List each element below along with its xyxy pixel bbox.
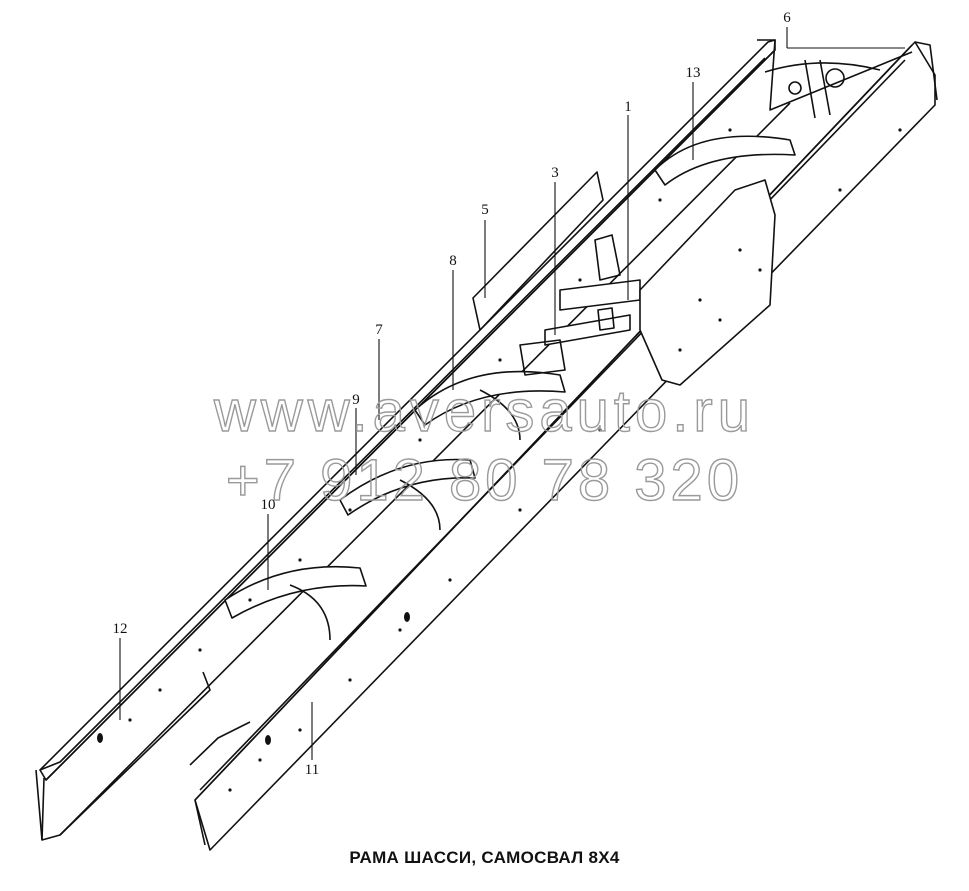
arch-crossmembers xyxy=(224,135,796,641)
callout-8: 8 xyxy=(449,253,457,269)
diagram-caption: РАМА ШАССИ, САМОСВАЛ 8X4 xyxy=(349,848,620,867)
callout-10: 10 xyxy=(260,497,276,513)
callout-3: 3 xyxy=(551,165,559,181)
middle-crossmember xyxy=(519,234,641,376)
callout-12: 12 xyxy=(112,621,128,637)
callout-7: 7 xyxy=(375,322,383,338)
rivet-holes xyxy=(97,128,902,792)
callout-1: 1 xyxy=(624,99,632,115)
callout-6: 6 xyxy=(783,10,791,26)
rear-crossmember xyxy=(757,39,913,119)
side-gusset-plate xyxy=(639,179,776,386)
callout-11: 11 xyxy=(304,762,320,778)
right-side-rail xyxy=(189,41,938,851)
leader-lines xyxy=(119,27,905,760)
callout-5: 5 xyxy=(481,202,489,218)
callout-13: 13 xyxy=(685,65,701,81)
callout-9: 9 xyxy=(352,392,360,408)
reinforcement-plate xyxy=(472,171,604,331)
